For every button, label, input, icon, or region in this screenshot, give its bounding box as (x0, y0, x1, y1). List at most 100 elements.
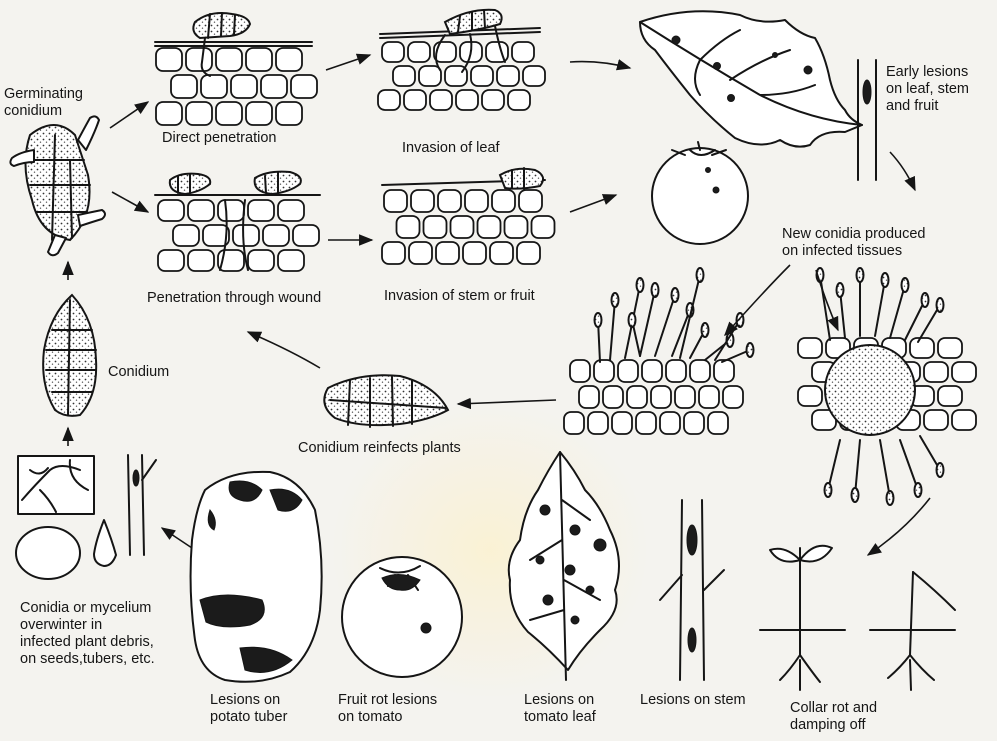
plant-cell (158, 250, 184, 271)
plant-cell (216, 48, 242, 71)
spore (637, 278, 644, 292)
spore (915, 483, 922, 497)
conidiophore (672, 310, 690, 356)
plant-cell (419, 66, 441, 86)
spore (612, 293, 619, 307)
plant-cell (436, 242, 459, 264)
conidiophore (655, 295, 675, 356)
plant-cell (438, 190, 461, 212)
plant-cell (276, 102, 302, 125)
early-stem-drawing (858, 60, 876, 180)
sporulating-tissue-right (798, 268, 976, 505)
spore (595, 313, 602, 327)
plant-cell (938, 338, 962, 358)
plant-cell (636, 412, 656, 434)
conidiophore (890, 285, 905, 338)
label-lesions-potato: Lesions on potato tuber (210, 692, 287, 726)
conidiophore (855, 440, 860, 495)
conidiophore (640, 290, 655, 356)
plant-cell (248, 200, 274, 221)
conidiophore (900, 440, 918, 490)
plant-cell (231, 75, 257, 98)
plant-cell (246, 102, 272, 125)
spore (672, 288, 679, 302)
label-penetration-through-wound: Penetration through wound (147, 290, 321, 307)
plant-cell (523, 66, 545, 86)
collar-rot-seedlings-drawing (760, 546, 955, 690)
plant-cell (404, 90, 426, 110)
sporulating-tissue-left (564, 268, 754, 434)
label-collar-rot: Collar rot and damping off (790, 700, 877, 734)
plant-cell (393, 66, 415, 86)
plant-cell (261, 75, 287, 98)
spore (857, 268, 864, 282)
plant-cell (186, 102, 212, 125)
spore (652, 283, 659, 297)
plant-cell (594, 360, 614, 382)
plant-cell (723, 386, 743, 408)
plant-cell (505, 216, 528, 238)
plant-cell (642, 360, 662, 382)
potato-tuber-drawing (191, 472, 322, 682)
plant-cell (798, 386, 822, 406)
label-invasion-of-stem-or-fruit: Invasion of stem or fruit (384, 288, 535, 305)
plant-cell (482, 90, 504, 110)
plant-cell (579, 386, 599, 408)
plant-cell (924, 362, 948, 382)
conidiophore (875, 280, 885, 336)
penetration-through-wound-drawing (155, 172, 320, 271)
plant-cell (666, 360, 686, 382)
plant-cell (382, 242, 405, 264)
conidiophore (715, 320, 740, 360)
spore (937, 463, 944, 477)
spore (902, 278, 909, 292)
plant-cell (278, 200, 304, 221)
plant-cell (675, 386, 695, 408)
plant-cell (246, 48, 272, 71)
plant-cell (492, 190, 515, 212)
plant-cell (924, 410, 948, 430)
conidium-drawing (43, 295, 96, 416)
spore (825, 483, 832, 497)
plant-cell (714, 360, 734, 382)
plant-cell (512, 42, 534, 62)
plant-cell (699, 386, 719, 408)
plant-cell (564, 412, 584, 434)
invasion-of-leaf-drawing (378, 10, 545, 110)
spore (697, 268, 704, 282)
tomato-leaf-drawing (509, 452, 619, 680)
plant-cell (171, 75, 197, 98)
plant-cell (263, 225, 289, 246)
plant-cell (490, 242, 513, 264)
label-early-lesions: Early lesions on leaf, stem and fruit (886, 64, 969, 115)
plant-cell (248, 250, 274, 271)
plant-cell (408, 42, 430, 62)
plant-cell (382, 42, 404, 62)
plant-cell (430, 90, 452, 110)
plant-cell (532, 216, 555, 238)
plant-cell (463, 242, 486, 264)
plant-cell (627, 386, 647, 408)
invasion-of-stem-drawing (382, 168, 555, 264)
label-conidium: Conidium (108, 364, 169, 381)
plant-cell (952, 362, 976, 382)
small-tomato-drawing (652, 142, 748, 244)
spore (747, 343, 754, 357)
spore (882, 273, 889, 287)
plant-cell (519, 190, 542, 212)
label-direct-penetration: Direct penetration (162, 130, 276, 147)
plant-cell (156, 102, 182, 125)
conidiophore (828, 440, 840, 490)
plant-cell (424, 216, 447, 238)
plant-cell (471, 66, 493, 86)
conidiophore (610, 300, 615, 360)
plant-cell (465, 190, 488, 212)
plant-cell (798, 338, 822, 358)
plant-cell (384, 190, 407, 212)
plant-cell (708, 412, 728, 434)
plant-cell (660, 412, 680, 434)
infected-leaf-drawing (640, 11, 862, 146)
label-fruit-rot: Fruit rot lesions on tomato (338, 692, 437, 726)
rotted-tomato-drawing (342, 557, 462, 677)
plant-cell (517, 242, 540, 264)
